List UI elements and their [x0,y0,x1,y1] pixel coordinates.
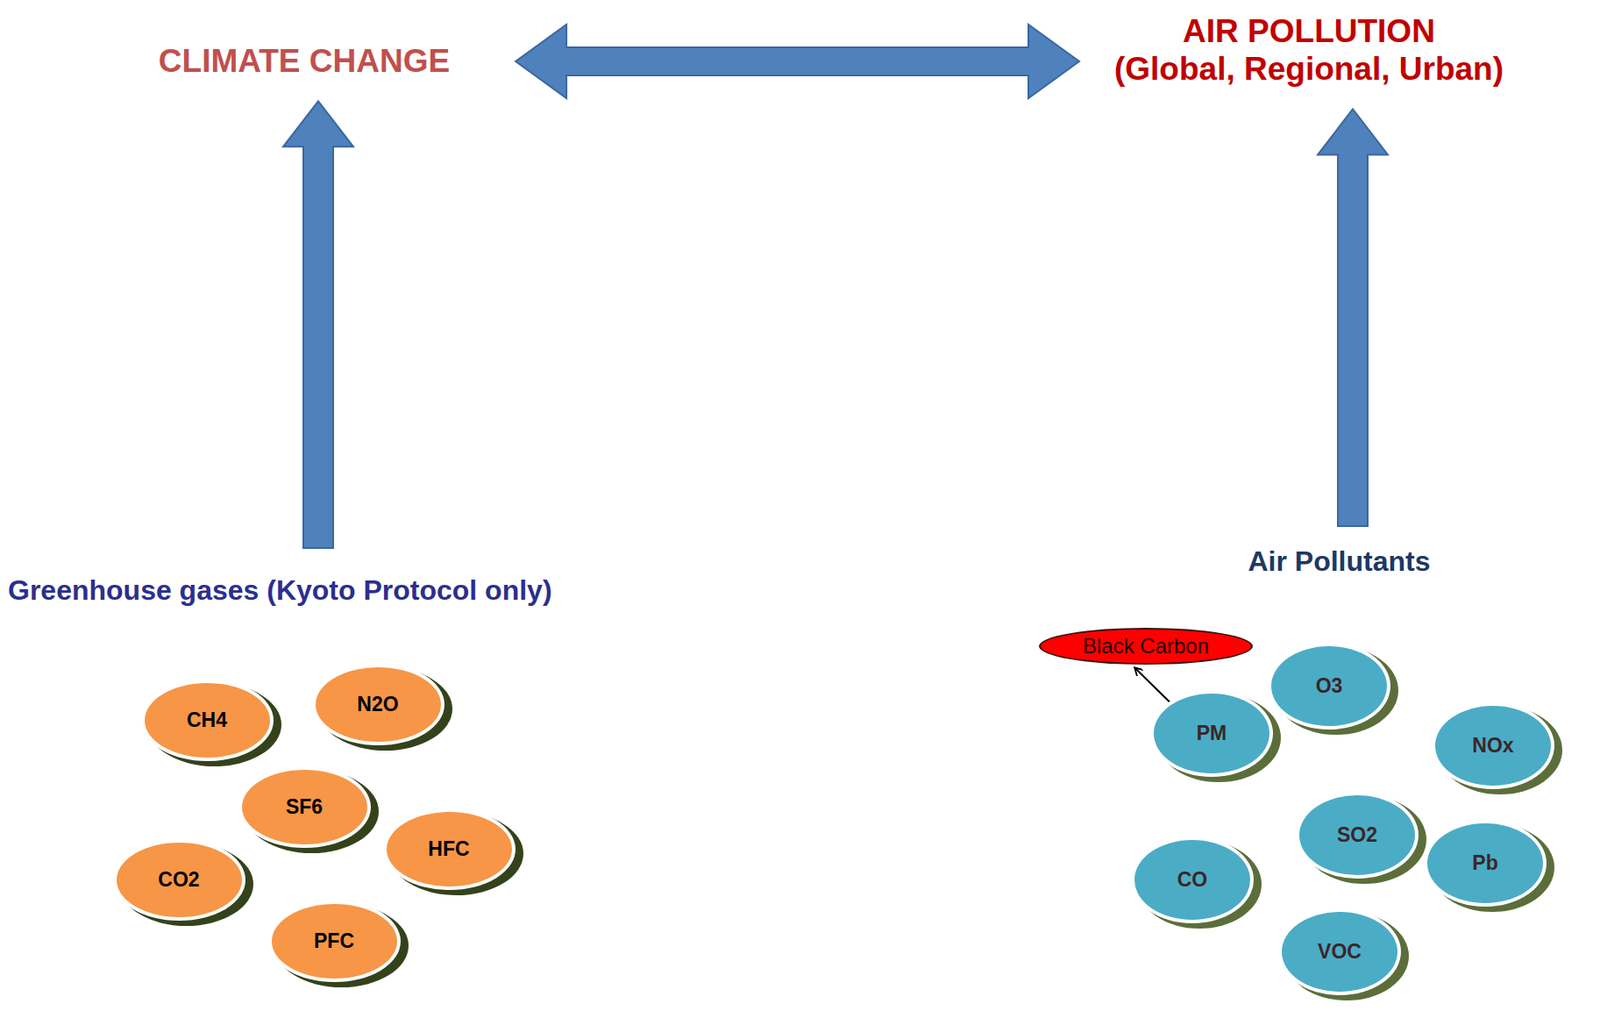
gas-oval: N2O [312,663,445,746]
node-text: Greenhouse gases (Kyoto Protocol only) [7,574,553,607]
node-text: CH4 [186,708,228,733]
node-text: SO2 [1336,823,1378,847]
node-text: PM [1196,721,1228,746]
gas-oval: CH4 [141,679,274,761]
outcome-title: AIR POLLUTION(Global, Regional, Urban) [1114,13,1504,88]
node-text: HFC [427,837,470,861]
flow-arrow [555,779,704,854]
flow-arrow [953,779,1088,854]
node-text: VOC [1317,939,1362,964]
node-text: CO2 [157,867,200,892]
gas-oval: HFC [383,808,516,890]
node-text: Black Carbon [1082,633,1209,659]
photo-shadow [705,635,934,810]
block-arrow [283,100,354,548]
node-text: Air Pollutants [1078,545,1600,578]
node-text: SF6 [285,795,323,819]
power-plant-photo [728,826,919,1010]
node-text: Pb [1472,851,1498,875]
node-text: (Global, Regional, Urban) [1114,50,1504,89]
pollutant-oval: PM [1150,689,1273,777]
traffic-photo [692,626,939,811]
node-text: N2O [356,692,399,717]
pollutant-oval: NOx [1431,702,1555,790]
gas-oval: SF6 [238,766,371,848]
outcome-title: CLIMATE CHANGE [158,42,450,81]
pollutant-oval: Pb [1423,819,1547,907]
pollutant-group: Air PollutantsBlack CarbonO3PMNOxSO2PbCO… [1078,552,1600,1018]
thin-arrow [1135,668,1170,703]
pollutant-oval: CO [1130,836,1254,924]
pollutant-oval: O3 [1267,642,1391,730]
node-text: O3 [1315,674,1344,698]
highlight-oval: Black Carbon [1038,627,1253,665]
node-text: NOx [1472,733,1514,758]
gas-group: Greenhouse gases (Kyoto Protocol only) CH… [0,574,667,1018]
gas-oval: CO2 [113,839,246,921]
pollutant-oval: VOC [1278,908,1401,996]
node-text: CLIMATE CHANGE [158,42,450,81]
gas-oval: PFC [268,900,401,982]
block-arrow [515,24,1080,99]
node-text: AIR POLLUTION [1114,13,1504,51]
node-text: CO [1177,867,1209,892]
pollutant-oval: SO2 [1295,791,1419,879]
node-text: PFC [313,929,355,953]
block-arrow [1317,109,1388,527]
